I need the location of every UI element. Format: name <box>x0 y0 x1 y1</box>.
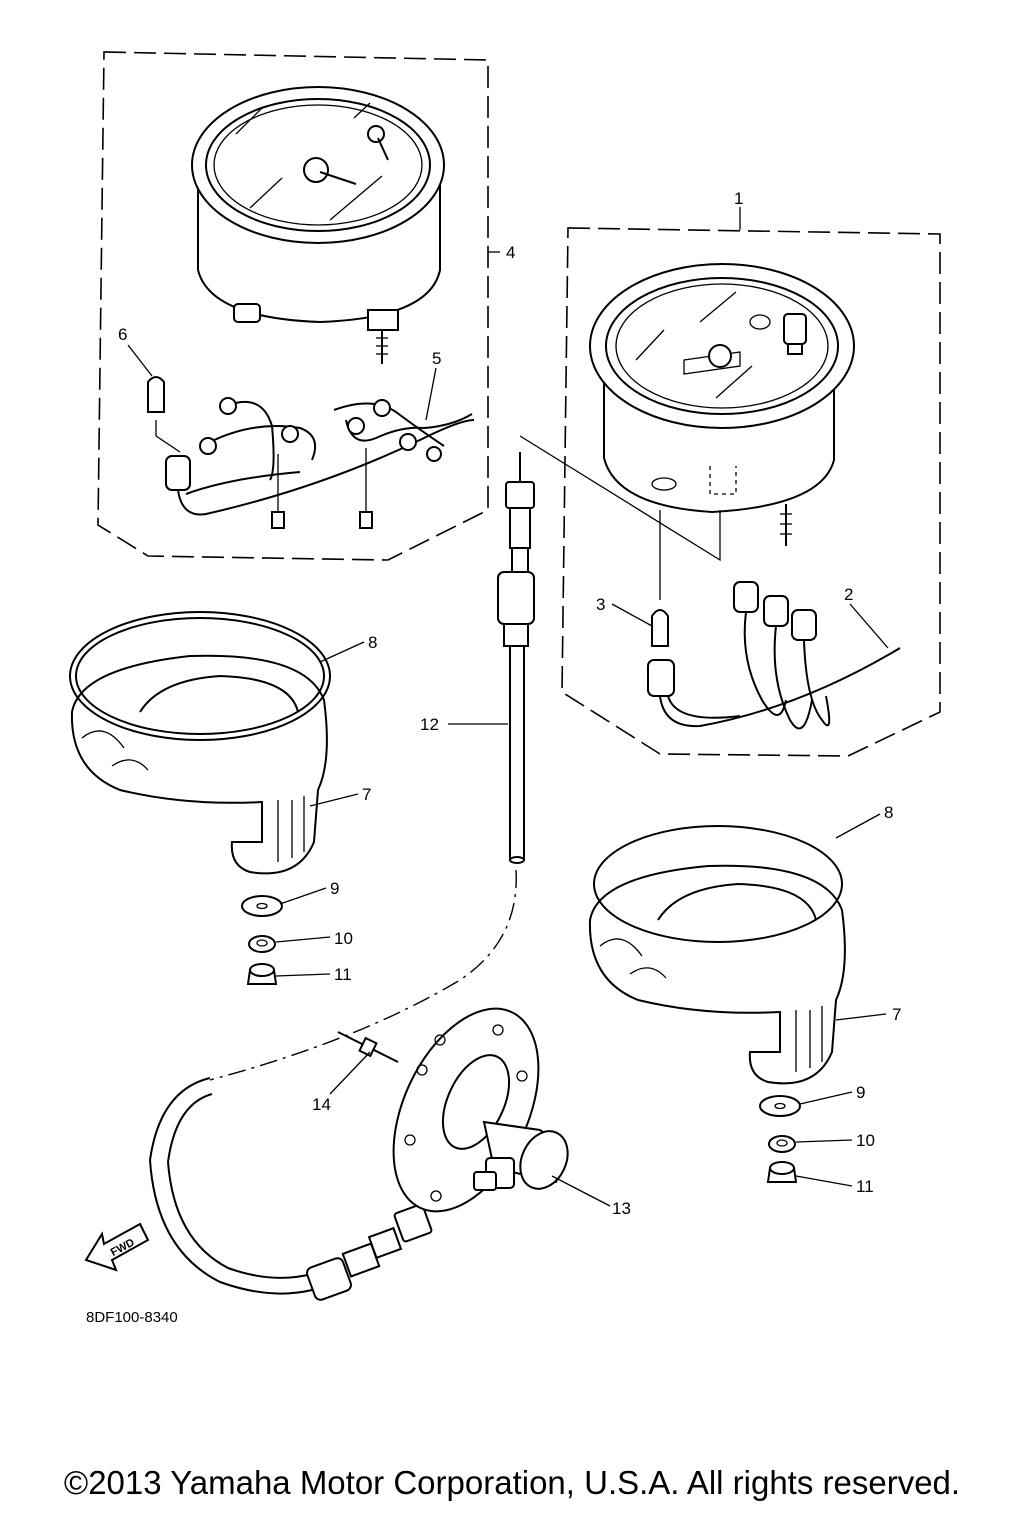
leader-lines <box>127 207 889 1207</box>
pin-14 <box>337 1031 399 1063</box>
bulb-3 <box>647 609 675 697</box>
callout-10-left: 10 <box>334 929 353 948</box>
washer-9-right <box>759 1095 801 1117</box>
gauge-bracket-7-right <box>588 864 846 1085</box>
speedometer-drive-13 <box>392 1007 569 1213</box>
lower-cable <box>148 1077 433 1301</box>
callout-7-left: 7 <box>362 785 371 804</box>
callout-5: 5 <box>432 349 441 368</box>
callout-3: 3 <box>596 595 605 614</box>
callout-11-left: 11 <box>334 965 352 984</box>
drawing-code: 8DF100-8340 <box>86 1309 178 1326</box>
callout-1: 1 <box>734 189 743 208</box>
callout-14: 14 <box>312 1095 331 1114</box>
leader-bulb-3 <box>519 435 721 562</box>
wire-harness-5 <box>165 397 475 516</box>
nut-11-left <box>246 963 278 985</box>
speedometer-cable-12 <box>497 452 535 864</box>
copyright-notice: ©2013 Yamaha Motor Corporation, U.S.A. A… <box>63 1464 961 1501</box>
callout-4: 4 <box>506 243 515 262</box>
washer-9-left <box>241 895 283 917</box>
assembly-1-boundary <box>561 227 941 757</box>
callout-10-right: 10 <box>856 1131 875 1150</box>
callout-8-left: 8 <box>368 633 377 652</box>
cable-routing-line <box>209 869 517 1081</box>
screws-assembly-4 <box>271 448 373 529</box>
assembly-4-boundary <box>97 51 489 561</box>
callout-12: 12 <box>420 715 439 734</box>
callout-9-right: 9 <box>856 1083 865 1102</box>
callout-2: 2 <box>844 585 853 604</box>
nut-11-right <box>766 1161 798 1183</box>
tachometer-gauge <box>191 86 445 364</box>
gauge-bracket-7-left <box>70 654 328 875</box>
callout-6: 6 <box>118 325 127 344</box>
wire-harness-2 <box>659 581 901 730</box>
callout-11-right: 11 <box>856 1177 874 1196</box>
rubber-ring-8-left <box>69 611 331 741</box>
lock-washer-10-right <box>768 1135 796 1153</box>
callout-8-right: 8 <box>884 803 893 822</box>
callout-9-left: 9 <box>330 879 339 898</box>
fwd-arrow-icon: FWD <box>84 1222 150 1272</box>
speedometer-gauge <box>589 263 855 546</box>
bulb-6 <box>147 376 181 453</box>
rubber-ring-8-right <box>593 825 843 943</box>
lock-washer-10-left <box>248 935 276 953</box>
callout-13: 13 <box>612 1199 631 1218</box>
callout-7-right: 7 <box>892 1005 901 1024</box>
